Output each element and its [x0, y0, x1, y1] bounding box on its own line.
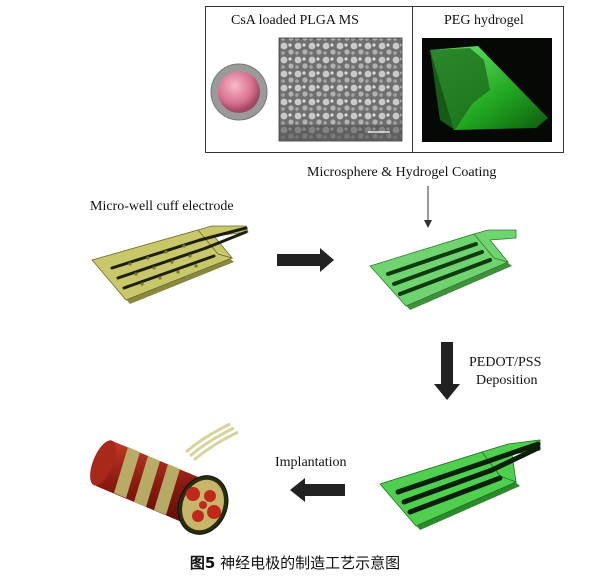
- deposition-label-line1: PEDOT/PSS: [469, 355, 542, 370]
- figure-caption: 图5 神经电极的制造工艺示意图: [0, 552, 590, 573]
- microsphere-illustration: [210, 63, 268, 121]
- inset-right-title: PEG hydrogel: [444, 13, 524, 28]
- deposition-label-line2: Deposition: [476, 373, 538, 388]
- down-arrow: [434, 342, 460, 400]
- inset-divider: [412, 6, 413, 153]
- hydrogel-image: [422, 38, 552, 142]
- bare-electrode: [91, 225, 249, 304]
- electrode-label: Micro-well cuff electrode: [90, 199, 234, 214]
- implanted-cuff: [90, 422, 239, 535]
- pedot-electrode: [379, 439, 541, 530]
- caption-text: 神经电极的制造工艺示意图: [215, 554, 401, 572]
- coating-label: Microsphere & Hydrogel Coating: [307, 165, 497, 180]
- inset-panel: [205, 6, 564, 153]
- implantation-label: Implantation: [275, 455, 347, 470]
- left-arrow: [290, 478, 345, 502]
- inset-left-title: CsA loaded PLGA MS: [231, 13, 359, 28]
- coated-electrode: [369, 229, 517, 310]
- right-arrow: [277, 248, 334, 272]
- caption-prefix: 图5: [189, 554, 216, 572]
- sem-image: [278, 37, 403, 142]
